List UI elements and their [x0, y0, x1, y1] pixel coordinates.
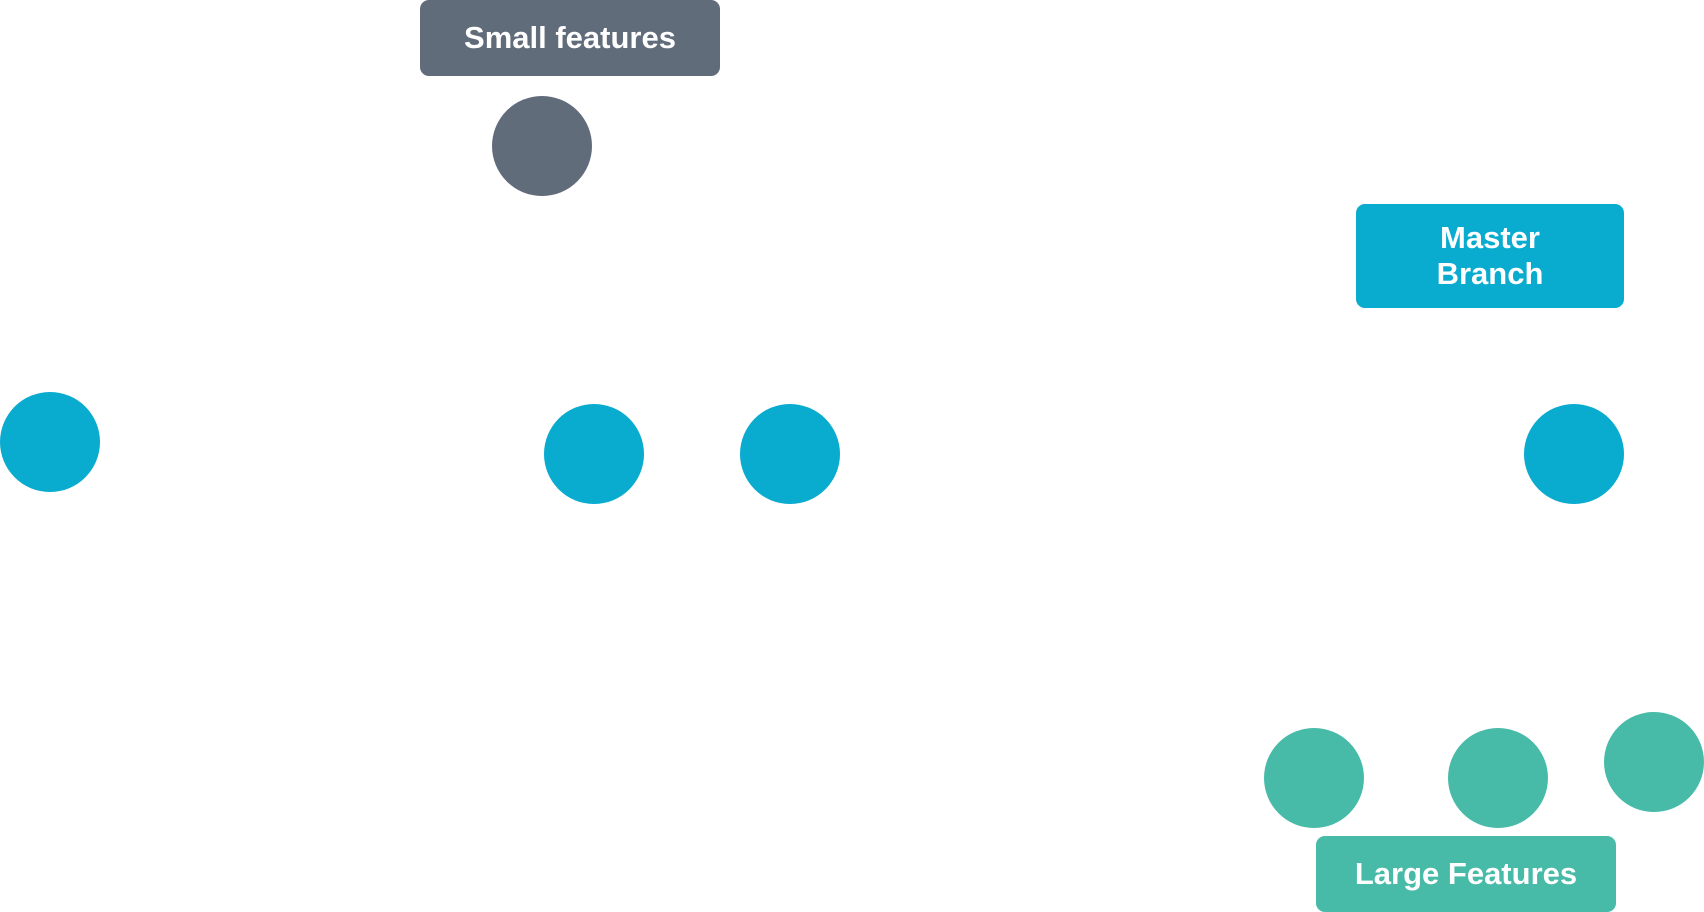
master-commit-node: [0, 392, 100, 492]
large-features-label: Large Features: [1316, 836, 1616, 912]
large-features-label-text: Large Features: [1354, 856, 1578, 891]
master-branch-label-line2: Branch: [1436, 256, 1544, 291]
master-branch-label-line1: Master: [1440, 220, 1540, 255]
large-feature-commit-node: [1448, 728, 1548, 828]
small-features-label: Small features: [420, 0, 720, 76]
master-commit-node: [740, 404, 840, 504]
master-branch-label: Master Branch: [1356, 204, 1624, 308]
small-features-label-text: Small features: [464, 20, 676, 55]
master-commit-node: [544, 404, 644, 504]
large-feature-commit-node: [1264, 728, 1364, 828]
small-feature-commit-node: [492, 96, 592, 196]
large-feature-commit-node: [1604, 712, 1704, 812]
master-commit-node: [1524, 404, 1624, 504]
